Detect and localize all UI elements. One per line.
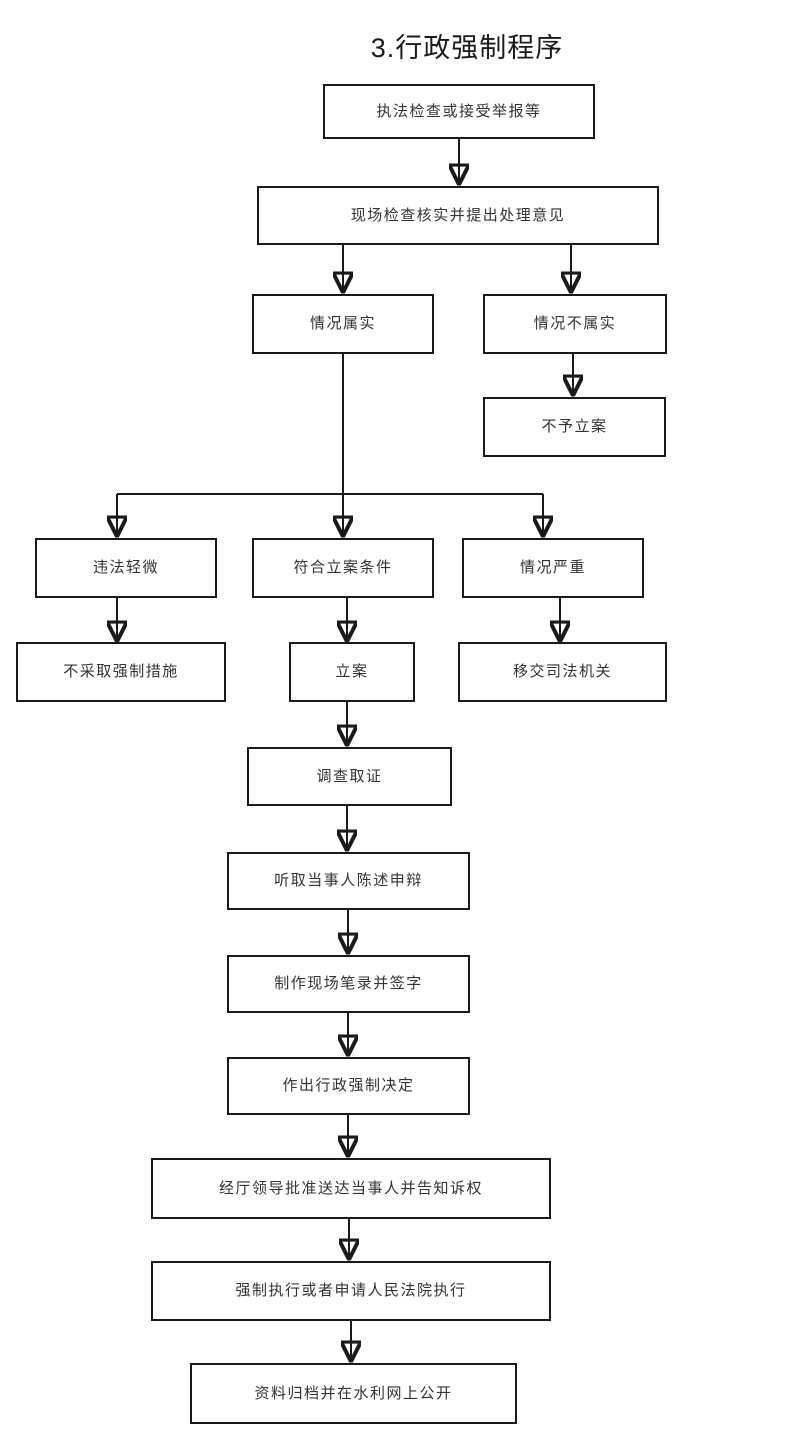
node-situation-true: 情况属实 bbox=[252, 294, 434, 354]
node-meets-filing-conditions: 符合立案条件 bbox=[252, 538, 434, 598]
node-onsite-record-signature: 制作现场笔录并签字 bbox=[227, 955, 470, 1013]
node-minor-violation: 违法轻微 bbox=[35, 538, 217, 598]
node-file-case: 立案 bbox=[289, 642, 415, 702]
node-no-case-filing: 不予立案 bbox=[483, 397, 666, 457]
node-no-compulsory-measures: 不采取强制措施 bbox=[16, 642, 226, 702]
node-onsite-check-opinion: 现场检查核实并提出处理意见 bbox=[257, 186, 659, 245]
node-hear-statements: 听取当事人陈述申辩 bbox=[227, 852, 470, 910]
node-archive-publish: 资料归档并在水利网上公开 bbox=[190, 1363, 517, 1424]
flowchart-title: 3.行政强制程序 bbox=[370, 33, 564, 63]
connector-branch-trunk bbox=[117, 354, 543, 495]
node-enforcement-or-court: 强制执行或者申请人民法院执行 bbox=[151, 1261, 551, 1321]
node-inspection-or-report: 执法检查或接受举报等 bbox=[323, 84, 595, 139]
node-transfer-to-judicial: 移交司法机关 bbox=[458, 642, 667, 702]
node-serious-situation: 情况严重 bbox=[462, 538, 644, 598]
node-approval-service-notify: 经厅领导批准送达当事人并告知诉权 bbox=[151, 1158, 551, 1219]
node-compulsory-decision: 作出行政强制决定 bbox=[227, 1057, 470, 1115]
node-investigation-evidence: 调查取证 bbox=[247, 747, 452, 806]
node-situation-not-true: 情况不属实 bbox=[483, 294, 667, 354]
